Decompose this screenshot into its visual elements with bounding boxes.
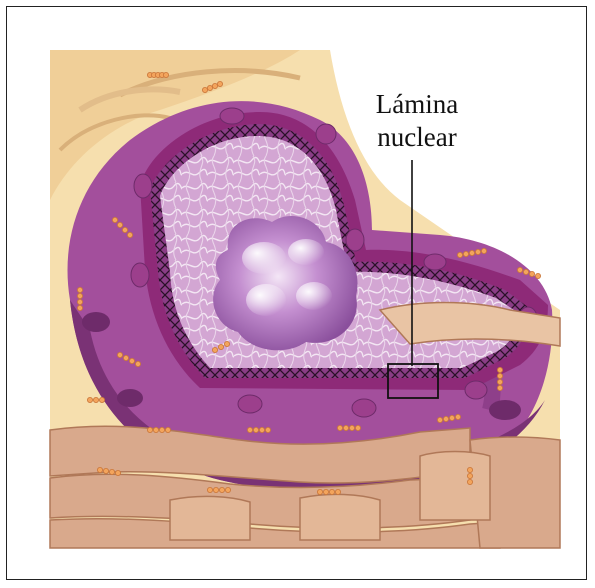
ribosome (497, 367, 502, 372)
ribosome (165, 427, 170, 432)
ribosome (99, 397, 104, 402)
ribosome (463, 251, 468, 256)
ribosome (212, 83, 217, 88)
ribosome (329, 489, 334, 494)
ribosome (202, 87, 207, 92)
ribosome (109, 469, 114, 474)
ribosome (335, 489, 340, 494)
ribosome (443, 416, 448, 421)
ribosome (323, 489, 328, 494)
ribosome (129, 358, 134, 363)
ribosome (212, 347, 217, 352)
lamina-label: Lámina nuclear (352, 88, 482, 154)
ribosome (497, 373, 502, 378)
ribosome (535, 273, 540, 278)
ribosome (117, 222, 122, 227)
ribosome (77, 299, 82, 304)
ribosome (93, 397, 98, 402)
ribosome (259, 427, 264, 432)
ribosome (77, 305, 82, 310)
ribosome (103, 468, 108, 473)
ribosome (337, 425, 342, 430)
ribosome (247, 427, 252, 432)
ribosome (467, 473, 472, 478)
ribosome (467, 467, 472, 472)
ribosome (153, 427, 158, 432)
ribosome (218, 344, 223, 349)
ribosome (224, 341, 229, 346)
ribosome (265, 427, 270, 432)
ribosome (523, 269, 528, 274)
ribosome (213, 487, 218, 492)
ribosome (207, 85, 212, 90)
ribosome (317, 489, 322, 494)
ribosome (159, 427, 164, 432)
ribosome (437, 417, 442, 422)
ribosome (469, 250, 474, 255)
ribosome (112, 217, 117, 222)
ribosome (467, 479, 472, 484)
ribosome (77, 293, 82, 298)
ribosome (87, 397, 92, 402)
ribosome (497, 385, 502, 390)
ribosome (497, 379, 502, 384)
ribosome (217, 81, 222, 86)
ribosome (77, 287, 82, 292)
ribosome (135, 361, 140, 366)
ribosome (122, 227, 127, 232)
ribosome (481, 248, 486, 253)
ribosome (123, 355, 128, 360)
ribosome (147, 427, 152, 432)
ribosome (97, 467, 102, 472)
ribosome (455, 414, 460, 419)
ribosome (117, 352, 122, 357)
lamina-label-line1: Lámina (352, 88, 482, 121)
ribosome (449, 415, 454, 420)
ribosome (163, 72, 168, 77)
ribosome (349, 425, 354, 430)
lamina-label-line2: nuclear (352, 121, 482, 154)
ribosome (475, 249, 480, 254)
ribosome (529, 271, 534, 276)
ribosome (343, 425, 348, 430)
ribosome (127, 232, 132, 237)
ribosome (207, 487, 212, 492)
ribosome (517, 267, 522, 272)
ribosome (457, 252, 462, 257)
ribosome (225, 487, 230, 492)
ribosome (219, 487, 224, 492)
ribosome (115, 470, 120, 475)
ribosome (253, 427, 258, 432)
ribosome (355, 425, 360, 430)
